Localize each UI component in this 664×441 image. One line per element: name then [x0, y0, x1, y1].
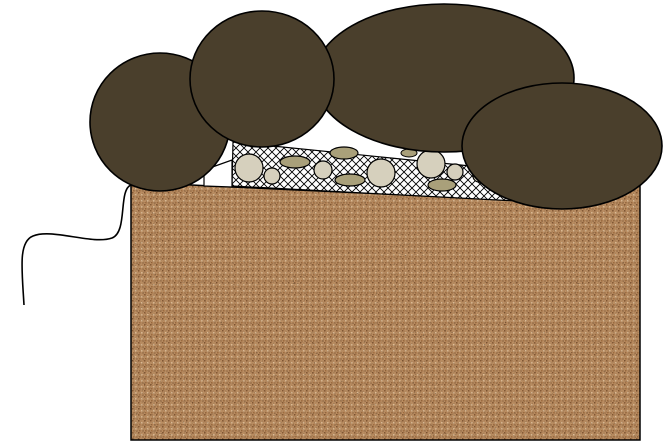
boulder-right	[462, 83, 662, 209]
flat-pebble	[335, 174, 365, 186]
soil-texture	[131, 180, 641, 441]
round-pebble	[314, 161, 332, 179]
round-pebble	[264, 168, 280, 184]
round-pebble	[235, 154, 263, 182]
soil-block	[131, 180, 641, 441]
flat-pebble	[428, 179, 456, 191]
round-pebble	[447, 164, 463, 180]
boulder-upper-left	[190, 11, 334, 147]
round-pebble	[367, 159, 395, 187]
round-pebble	[417, 150, 445, 178]
wire-cable	[22, 185, 131, 305]
flat-pebble	[330, 147, 358, 159]
flat-pebble	[280, 156, 310, 168]
